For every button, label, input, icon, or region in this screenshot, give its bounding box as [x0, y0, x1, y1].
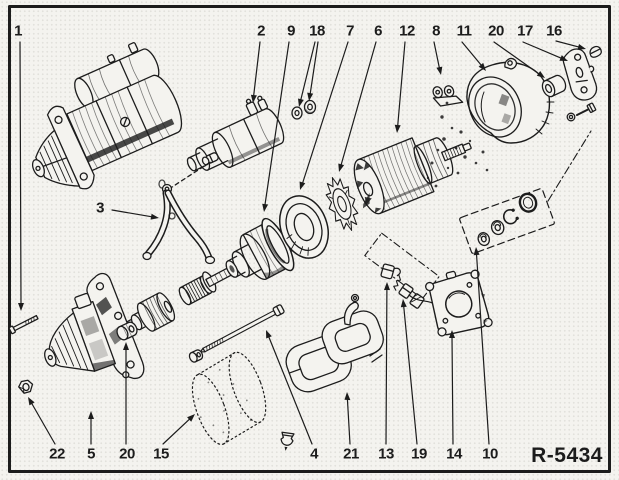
callout-21: 21: [343, 445, 359, 463]
through-bolt-drawing: [188, 304, 285, 363]
callout-15: 15: [153, 445, 169, 463]
clutch-assembly-drawing: [225, 217, 297, 280]
dash-dot-link-washers: [547, 130, 592, 202]
callout-1: 1: [14, 22, 22, 40]
figure-ref-code: R-5434: [531, 444, 603, 467]
callout-17: 17: [517, 22, 533, 40]
callout-5: 5: [87, 445, 95, 463]
callout-20-top: 20: [488, 22, 504, 40]
screw-washer-drawing: [566, 102, 597, 122]
leader-16: [555, 40, 580, 48]
callout-11: 11: [456, 22, 472, 40]
callout-10: 10: [482, 445, 498, 463]
small-screw-drawing: [280, 431, 295, 451]
callout-20-bottom: 20: [119, 445, 135, 463]
solenoid-drawing: [186, 95, 285, 172]
leader-22: [30, 402, 56, 445]
leader-7: [301, 41, 349, 185]
toothed-washer-drawing: [325, 177, 359, 231]
leader-21: [346, 398, 351, 445]
shift-fork-drawing: [142, 179, 216, 265]
brush-plate-drawing: [425, 269, 493, 337]
field-coil-drawing: [285, 293, 384, 393]
leader-6: [340, 41, 377, 167]
callout-3: 3: [96, 199, 104, 217]
leader-9: [264, 41, 290, 207]
leader-11: [461, 41, 483, 67]
washer-kit-drawing: [459, 188, 555, 254]
cap-nut-drawing: [589, 45, 602, 58]
stop-collar-drawing: [279, 195, 329, 259]
small-rings-drawing: [291, 99, 317, 120]
leader-10: [475, 253, 490, 445]
callout-9: 9: [287, 22, 295, 40]
debris-specks: [426, 101, 489, 188]
callout-18: 18: [309, 22, 325, 40]
callout-22: 22: [49, 445, 65, 463]
bushing-drawing: [541, 74, 567, 98]
leader-2: [252, 41, 261, 98]
brush-kit-drawing: [364, 232, 447, 309]
figure-border: [8, 5, 611, 473]
nut-22-drawing: [18, 379, 34, 394]
leader-20-top: [493, 41, 541, 75]
callout-4: 4: [310, 445, 318, 463]
callout-8: 8: [432, 22, 440, 40]
leader-15: [162, 418, 191, 445]
callout-13: 13: [378, 445, 394, 463]
drive-end-housing-drawing: [44, 272, 145, 379]
leader-lines: [19, 40, 580, 445]
dashed-link-solenoid-fork: [168, 160, 213, 190]
bolt-part-1-drawing: [8, 314, 39, 335]
end-cap-drawing: [466, 57, 555, 144]
leader-19: [403, 305, 418, 445]
starter-assembly-drawing: [31, 42, 183, 190]
solenoid-plunger-cap-drawing: [201, 152, 219, 166]
callout-6: 6: [374, 22, 382, 40]
leader-13: [385, 288, 388, 445]
callout-12: 12: [399, 22, 415, 40]
terminal-block-drawing: [432, 85, 464, 107]
leader-18a: [299, 41, 316, 102]
leader-1: [19, 41, 22, 306]
leader-14: [451, 336, 454, 445]
leader-18b: [309, 41, 319, 96]
leader-8: [433, 41, 441, 70]
leader-17: [522, 41, 563, 59]
callout-2: 2: [257, 22, 265, 40]
callout-7: 7: [346, 22, 354, 40]
callout-14: 14: [446, 445, 462, 463]
yoke-dotted-drawing: [191, 351, 267, 445]
leader-4: [268, 336, 313, 445]
leader-3: [111, 209, 153, 218]
pinion-spring-collar-drawing: [178, 271, 217, 306]
callout-16: 16: [546, 22, 562, 40]
armature-drawing: [353, 137, 472, 215]
callout-19: 19: [411, 445, 427, 463]
nut-20-drawing: [116, 321, 138, 341]
leader-arrowheads: [18, 44, 586, 422]
leader-12: [397, 41, 406, 128]
